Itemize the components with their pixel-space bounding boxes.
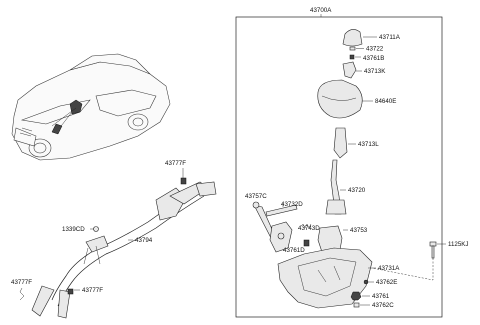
label-bushing-clip: 43732D [281,201,303,208]
label-screw: 43762E [376,279,397,286]
label-nut: 43761 [372,293,390,300]
cable-clip-bottom: 43777F [67,287,103,295]
label-knob: 43711A [379,34,401,41]
label-block: 43753 [350,227,368,234]
label-clip-top: 43777F [165,160,186,167]
shift-lever: 43720 [325,159,366,215]
housing-nut: 43761 [350,291,390,301]
label-lever: 43720 [348,187,366,194]
vehicle-illustration [11,53,171,161]
label-clip-left: 43777F [11,279,32,286]
cable-bracket: 1339CD [62,226,99,233]
assembly-frame [235,16,443,318]
label-retainer: 43713K [364,68,386,75]
upper-bushing: 43761B [349,54,384,62]
label-lever-cover: 43713L [358,141,379,148]
label-bracket: 1339CD [62,226,85,233]
lever-cover: 43713L [333,127,379,159]
housing-washer: 43762C [353,302,394,309]
shift-bracket [269,221,293,253]
shift-knob: 43711A [342,29,401,47]
knob-pin: 43722 [349,46,384,53]
label-assy: 43700A [310,7,332,14]
label-housing: 43731A [378,265,400,272]
label-clip-bottom: 43777F [82,287,103,294]
cable-clip-left: 43777F [11,279,32,301]
cable-label: 43794 [128,237,153,244]
housing-screw: 43762E [363,279,397,286]
label-cable: 43794 [135,237,153,244]
label-bolt-group: 43757C [245,193,267,200]
shifter-assembly-group: 43700A [235,7,443,318]
label-pin: 43722 [366,46,384,53]
shift-boot: 84640E [317,79,396,119]
shift-cable-assembly [31,181,217,319]
bushing-clip: 43732D [265,201,303,217]
label-spring: 43743D [298,225,320,232]
cable-clip-top: 43777F [165,160,187,185]
label-bolt-ext: 1125KJ [448,241,469,248]
detent-spring: 43743D [298,223,320,232]
label-bushing-top: 43761B [363,55,384,62]
label-clip-d: 43761D [283,247,305,254]
small-clip: 43761D [283,239,310,254]
label-washer: 43762C [372,302,394,309]
shift-block: 43753 [317,225,368,253]
knob-retainer: 43713K [342,61,386,79]
label-boot: 84640E [375,98,396,105]
mounting-bolt: 1125KJ [371,241,469,281]
shifter-housing: 43731A [277,247,400,309]
